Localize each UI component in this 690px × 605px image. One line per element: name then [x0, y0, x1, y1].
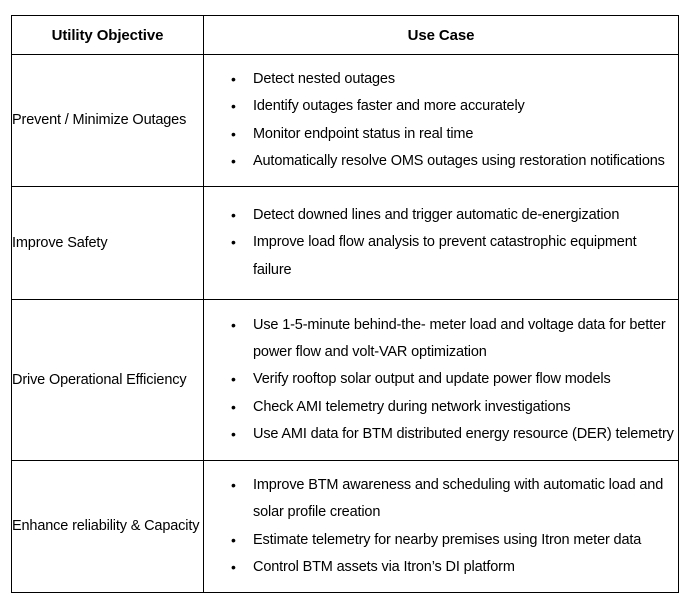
table-body: Prevent / Minimize Outages • Detect nest…	[11, 54, 679, 593]
objective-label: Prevent / Minimize Outages	[12, 112, 187, 128]
list-item-text: Use 1-5-minute behind-the- meter load an…	[253, 316, 666, 361]
use-case-cell: • Detect downed lines and trigger automa…	[203, 186, 679, 300]
use-case-cell: • Use 1-5-minute behind-the- meter load …	[203, 299, 679, 461]
list-item: • Use 1-5-minute behind-the- meter load …	[204, 312, 678, 367]
bullet-icon: •	[231, 398, 236, 415]
list-item: • Verify rooftop solar output and update…	[204, 366, 678, 393]
bullet-icon: •	[231, 125, 236, 142]
table-row: Drive Operational Efficiency • Use 1-5-m…	[11, 299, 679, 461]
table-row: Improve Safety • Detect downed lines and…	[11, 186, 679, 300]
use-case-list: • Detect nested outages • Identify outag…	[204, 66, 678, 175]
column-header-utility-objective: Utility Objective	[11, 15, 204, 55]
list-item: • Automatically resolve OMS outages usin…	[204, 148, 678, 175]
list-item-text: Estimate telemetry for nearby premises u…	[253, 531, 642, 548]
bullet-icon: •	[231, 234, 236, 251]
objective-label: Improve Safety	[12, 234, 108, 251]
table-row: Enhance reliability & Capacity • Improve…	[11, 460, 679, 593]
bullet-icon: •	[231, 70, 236, 87]
list-item: • Identify outages faster and more accur…	[204, 93, 678, 120]
table-row: Prevent / Minimize Outages • Detect nest…	[11, 54, 679, 187]
bullet-icon: •	[231, 98, 236, 115]
objective-cell: Improve Safety	[11, 186, 204, 300]
list-item-text: Verify rooftop solar output and update p…	[253, 371, 611, 388]
list-item-text: Improve load flow analysis to prevent ca…	[253, 234, 637, 278]
list-item: • Estimate telemetry for nearby premises…	[204, 527, 678, 554]
bullet-icon: •	[231, 316, 236, 333]
list-item-text: Detect downed lines and trigger automati…	[253, 207, 620, 224]
list-item-text: Use AMI data for BTM distributed energy …	[253, 425, 674, 442]
list-item-text: Improve BTM awareness and scheduling wit…	[253, 476, 664, 521]
use-case-cell: • Improve BTM awareness and scheduling w…	[203, 460, 679, 593]
bullet-icon: •	[231, 558, 236, 575]
list-item: • Control BTM assets via Itron’s DI plat…	[204, 554, 678, 581]
list-item: • Detect nested outages	[204, 66, 678, 93]
use-case-list: • Detect downed lines and trigger automa…	[204, 202, 678, 284]
bullet-icon: •	[231, 371, 236, 388]
utility-objective-use-case-table: Utility Objective Use Case Prevent / Min…	[11, 15, 679, 593]
table-header-row: Utility Objective Use Case	[11, 15, 679, 55]
table-head: Utility Objective Use Case	[11, 15, 679, 55]
list-item: • Monitor endpoint status in real time	[204, 121, 678, 148]
list-item-text: Detect nested outages	[253, 70, 395, 87]
list-item: • Improve load flow analysis to prevent …	[204, 229, 678, 284]
list-item: • Improve BTM awareness and scheduling w…	[204, 472, 678, 527]
list-item: • Check AMI telemetry during network inv…	[204, 394, 678, 421]
objective-cell: Prevent / Minimize Outages	[11, 54, 204, 187]
bullet-icon: •	[231, 207, 236, 224]
use-case-list: • Improve BTM awareness and scheduling w…	[204, 472, 678, 581]
use-case-list: • Use 1-5-minute behind-the- meter load …	[204, 312, 678, 448]
list-item-text: Automatically resolve OMS outages using …	[253, 152, 665, 169]
bullet-icon: •	[231, 425, 236, 442]
objective-cell: Enhance reliability & Capacity	[11, 460, 204, 593]
objective-label: Enhance reliability & Capacity	[12, 518, 200, 534]
objective-cell: Drive Operational Efficiency	[11, 299, 204, 461]
bullet-icon: •	[231, 531, 236, 548]
list-item-text: Monitor endpoint status in real time	[253, 125, 474, 142]
column-header-use-case: Use Case	[203, 15, 679, 55]
list-item: • Use AMI data for BTM distributed energ…	[204, 421, 678, 448]
list-item: • Detect downed lines and trigger automa…	[204, 202, 678, 229]
list-item-text: Check AMI telemetry during network inves…	[253, 398, 571, 415]
bullet-icon: •	[231, 152, 236, 169]
use-case-cell: • Detect nested outages • Identify outag…	[203, 54, 679, 187]
objective-label: Drive Operational Efficiency	[12, 371, 187, 388]
bullet-icon: •	[231, 476, 236, 493]
list-item-text: Identify outages faster and more accurat…	[253, 98, 525, 115]
list-item-text: Control BTM assets via Itron’s DI platfo…	[253, 558, 515, 575]
